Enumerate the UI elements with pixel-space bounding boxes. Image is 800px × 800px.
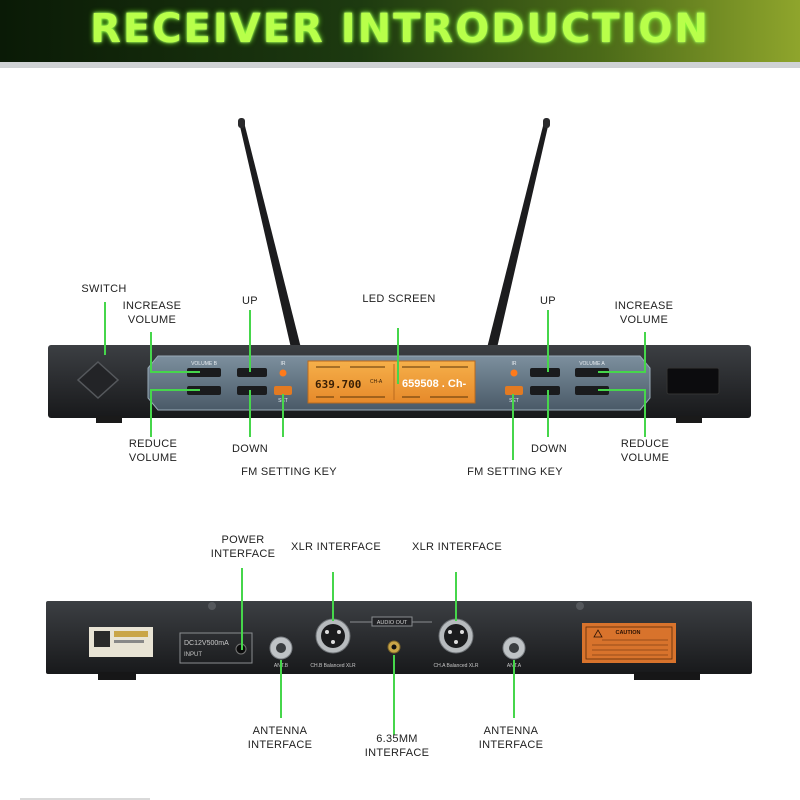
volume-up-b-button[interactable] <box>187 368 221 377</box>
up-button-right[interactable] <box>530 368 560 377</box>
label-635mm-interface: 6.35MM INTERFACE <box>364 733 430 759</box>
cha-xlr-text: CH.A Balanced XLR <box>433 663 478 669</box>
label-led-screen: LED SCREEN <box>362 293 436 305</box>
chb-xlr-text: CH.B Balanced XLR <box>310 663 356 669</box>
ir-indicator-right <box>510 369 518 377</box>
xlr-b-connector[interactable] <box>315 618 351 654</box>
label-increase-volume-right: INCREASE VOLUME <box>614 300 674 326</box>
caution-fineprint <box>592 639 668 656</box>
vol-b-text: VOLUME B <box>191 361 218 367</box>
header-banner: RECEIVER INTRODUCTION <box>0 0 800 62</box>
label-antenna-interface-left: ANTENNA INTERFACE <box>247 725 313 751</box>
lcd-left-channel: CH-A <box>370 379 383 385</box>
xlr-a-connector[interactable] <box>438 618 474 654</box>
antenna-b-connector[interactable] <box>269 636 293 660</box>
jack-635-connector[interactable] <box>387 640 401 654</box>
ir-text-right: IR <box>512 361 517 367</box>
lcd-right-readout: 659508 . Ch- <box>402 378 467 390</box>
label-reduce-volume-right: REDUCE VOLUME <box>620 438 670 464</box>
label-xlr-interface-right: XLR INTERFACE <box>411 541 503 553</box>
rear-chassis <box>46 601 752 674</box>
label-switch: SWITCH <box>81 283 127 295</box>
label-up-right: UP <box>540 295 556 307</box>
screw-right <box>576 602 584 610</box>
label-xlr-interface-left: XLR INTERFACE <box>290 541 382 553</box>
set-button-right[interactable] <box>505 386 523 395</box>
label-power-interface: POWER INTERFACE <box>210 534 276 560</box>
qr-code-icon <box>94 631 110 647</box>
warning-icon <box>593 629 603 638</box>
set-button-left[interactable] <box>274 386 292 395</box>
label-down-right: DOWN <box>530 443 568 455</box>
audio-out-text: AUDIO OUT <box>377 620 408 626</box>
vol-a-text: VOLUME A <box>579 361 605 367</box>
lcd-left-frequency: 639.700 <box>315 378 361 391</box>
lcd-screen <box>307 360 476 404</box>
rear-pointer-lines <box>241 568 515 735</box>
label-reduce-volume-left: REDUCE VOLUME <box>128 438 178 464</box>
caution-label <box>582 623 676 663</box>
volume-down-b-button[interactable] <box>187 386 221 395</box>
up-button-left[interactable] <box>237 368 267 377</box>
rear-foot-right <box>634 672 700 680</box>
label-increase-volume-left: INCREASE VOLUME <box>122 300 182 326</box>
lcd-signal-bars <box>316 366 468 398</box>
dc-rating-text: DC12V500mA <box>184 640 229 647</box>
volume-up-a-button[interactable] <box>575 368 609 377</box>
down-button-right[interactable] <box>530 386 560 395</box>
caution-text: CAUTION <box>615 630 640 636</box>
power-switch[interactable] <box>76 360 120 400</box>
page-title: RECEIVER INTRODUCTION <box>90 6 710 52</box>
front-pointer-lines <box>104 302 646 460</box>
foot-right <box>676 416 702 423</box>
power-input-box <box>179 632 253 664</box>
ir-text-left: IR <box>281 361 286 367</box>
input-text: INPUT <box>184 652 202 658</box>
label-fm-setting-key-right: FM SETTING KEY <box>467 466 563 478</box>
volume-down-a-button[interactable] <box>575 386 609 395</box>
label-antenna-interface-right: ANTENNA INTERFACE <box>478 725 544 751</box>
ir-indicator-left <box>279 369 287 377</box>
ir-window <box>666 367 720 395</box>
antenna-right <box>487 118 550 348</box>
screw-left <box>208 602 216 610</box>
label-up-left: UP <box>242 295 258 307</box>
rear-foot-left <box>98 672 136 680</box>
label-down-left: DOWN <box>231 443 269 455</box>
antenna-left <box>238 118 301 348</box>
down-button-left[interactable] <box>237 386 267 395</box>
label-fm-setting-key-left: FM SETTING KEY <box>241 466 337 478</box>
antenna-a-connector[interactable] <box>502 636 526 660</box>
foot-left <box>96 416 122 423</box>
banner-divider <box>0 62 800 68</box>
